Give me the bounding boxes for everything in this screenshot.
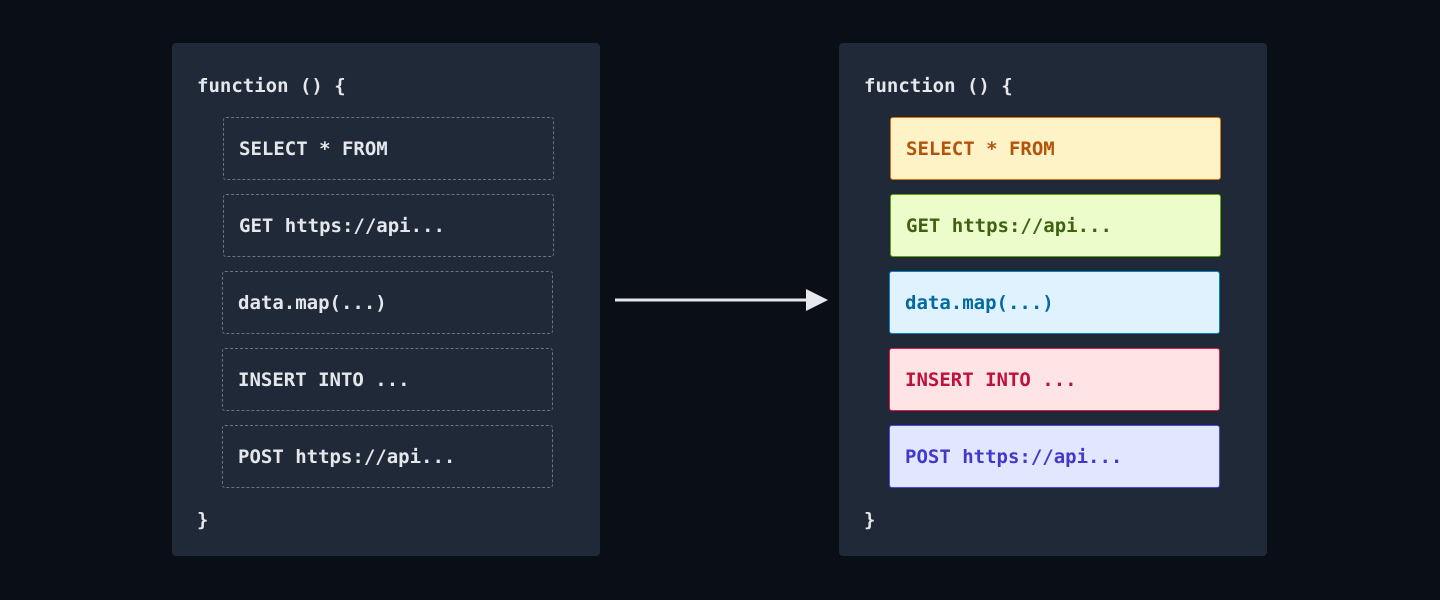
code-block-map: data.map(...) (889, 271, 1220, 334)
function-open-line: function () { (197, 75, 346, 97)
code-block-select: SELECT * FROM (223, 117, 554, 180)
code-block-map: data.map(...) (222, 271, 553, 334)
code-block-insert: INSERT INTO ... (222, 348, 553, 411)
code-panel-before: function () { SELECT * FROM GET https://… (172, 43, 600, 556)
code-block-get: GET https://api... (890, 194, 1221, 257)
code-block-insert: INSERT INTO ... (889, 348, 1220, 411)
code-block-select: SELECT * FROM (890, 117, 1221, 180)
arrow-head (806, 289, 828, 311)
code-panel-after: function () { SELECT * FROM GET https://… (839, 43, 1267, 556)
function-close-line: } (864, 509, 876, 531)
function-close-line: } (197, 509, 209, 531)
code-block-post: POST https://api... (889, 425, 1220, 488)
code-block-get: GET https://api... (223, 194, 554, 257)
code-block-post: POST https://api... (222, 425, 553, 488)
arrow-right-icon (615, 289, 828, 311)
function-open-line: function () { (864, 75, 1013, 97)
